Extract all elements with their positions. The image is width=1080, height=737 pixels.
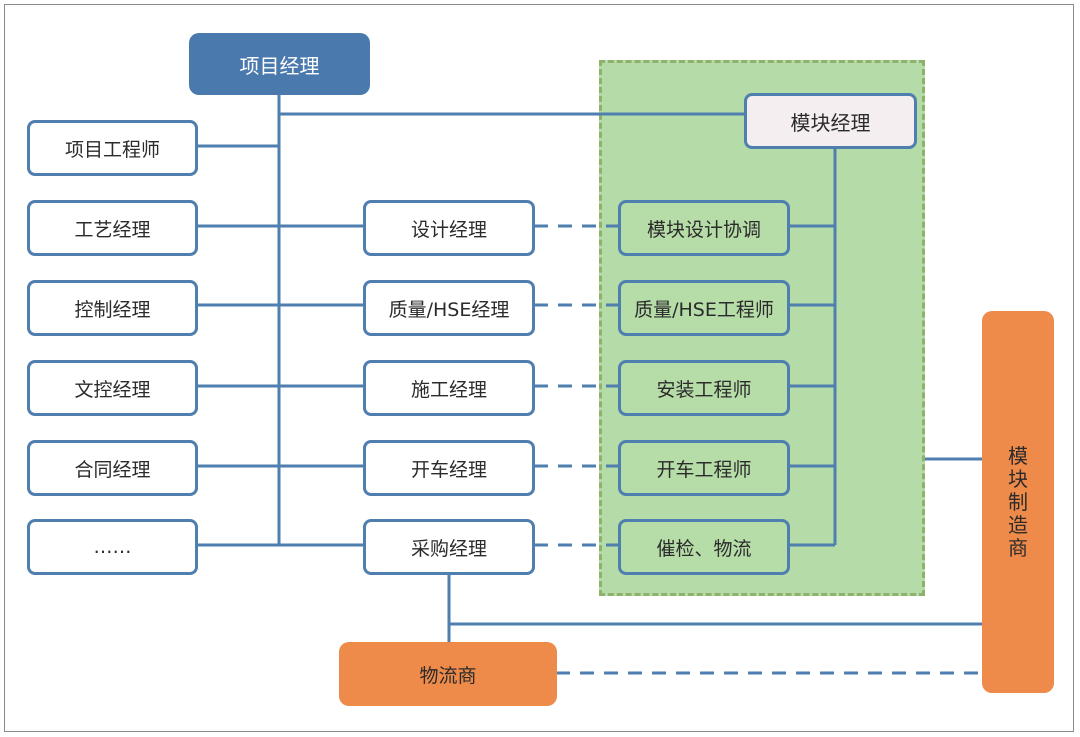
quality-hse-manager-node: 质量/HSE经理 [363, 280, 535, 336]
node-label: 文控经理 [74, 378, 151, 401]
node-label: 安装工程师 [656, 378, 752, 401]
commissioning-engineer-node: 开车工程师 [618, 440, 790, 496]
node-label: 项目经理 [239, 53, 320, 78]
control-manager-node: 控制经理 [27, 280, 198, 336]
node-label: 催检、物流 [656, 537, 752, 560]
logistics-provider-node: 物流商 [339, 642, 557, 706]
module-design-coordination-node: 模块设计协调 [618, 200, 790, 256]
process-manager-node: 工艺经理 [27, 200, 198, 256]
document-control-manager-node: 文控经理 [27, 360, 198, 416]
module-fabricator-node: 模块制造商 [982, 311, 1054, 693]
node-label-char: 商 [1008, 535, 1028, 560]
node-label: 模块经理 [790, 110, 871, 135]
node-label: 施工经理 [410, 378, 487, 401]
node-label: 控制经理 [74, 298, 151, 321]
node-label: 模块设计协调 [646, 218, 761, 241]
node-label: 采购经理 [410, 537, 487, 560]
node-label: 合同经理 [74, 458, 151, 481]
module-manager-node: 模块经理 [744, 93, 917, 149]
installation-engineer-node: 安装工程师 [618, 360, 790, 416]
project-engineer-node: 项目工程师 [27, 120, 198, 176]
project-manager-node: 项目经理 [189, 33, 370, 95]
node-label-char: 制 [1008, 489, 1028, 514]
contract-manager-node: 合同经理 [27, 440, 198, 496]
commissioning-manager-node: 开车经理 [363, 440, 535, 496]
node-label: 物流商 [419, 664, 477, 687]
more-roles-node: …… [27, 519, 198, 575]
node-label-char: 造 [1008, 512, 1028, 537]
node-label: 质量/HSE经理 [388, 298, 510, 321]
procurement-manager-node: 采购经理 [363, 519, 535, 575]
node-label: 工艺经理 [74, 218, 151, 241]
node-label: 模块制造商 [1008, 443, 1028, 560]
node-label: 质量/HSE工程师 [634, 298, 774, 321]
node-label: …… [93, 536, 132, 558]
node-label-char: 模 [1008, 443, 1028, 468]
design-manager-node: 设计经理 [363, 200, 535, 256]
expediting-logistics-node: 催检、物流 [618, 519, 790, 575]
construction-manager-node: 施工经理 [363, 360, 535, 416]
diagram-frame [4, 4, 1074, 732]
node-label: 设计经理 [410, 218, 487, 241]
quality-hse-engineer-node: 质量/HSE工程师 [618, 280, 790, 336]
node-label: 项目工程师 [64, 138, 160, 161]
node-label: 开车经理 [410, 458, 487, 481]
node-label: 开车工程师 [656, 458, 752, 481]
node-label-char: 块 [1008, 466, 1028, 491]
